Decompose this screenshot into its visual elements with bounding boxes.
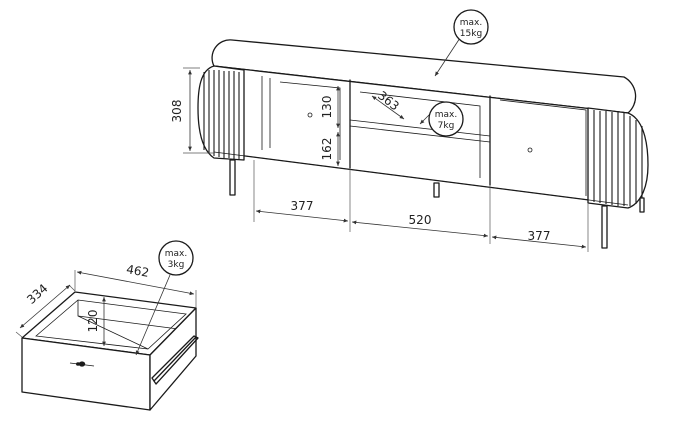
tv-cabinet — [197, 39, 649, 249]
drawer-knob-icon — [69, 361, 95, 367]
cabinet-legs — [229, 159, 645, 249]
right-slats — [593, 110, 643, 206]
top-load-line2: 15kg — [460, 29, 482, 39]
drawer-load-line2: 3kg — [168, 260, 185, 270]
drawer-width-label: 462 — [125, 262, 150, 280]
height-label: 308 — [170, 100, 184, 123]
drawer-depth-label: 334 — [24, 281, 50, 307]
cabinet-body — [213, 65, 629, 206]
drawer-height-label: 120 — [86, 310, 100, 333]
shelf-load-line2: 7kg — [438, 121, 455, 131]
top-load-callout: max. 15kg — [434, 9, 489, 77]
drawer-load-callout: max. 3kg — [135, 240, 194, 356]
cabinet-dimensions: 308 130 162 363 377 520 377 — [170, 67, 589, 252]
drawer-side — [149, 307, 197, 411]
shelf-load-callout: max. 7kg — [419, 101, 464, 137]
left-slats — [203, 70, 240, 159]
right-width-label: 377 — [528, 229, 551, 243]
drawer — [21, 291, 199, 411]
upper-opening-label: 130 — [320, 96, 334, 119]
cabinet-left-end — [197, 65, 245, 161]
top-load-line1: max. — [460, 18, 482, 28]
lower-opening-label: 162 — [320, 138, 334, 161]
drawer-load-line1: max. — [165, 249, 187, 259]
shelf-load-line1: max. — [435, 110, 457, 120]
center-width-label: 520 — [409, 213, 432, 227]
left-width-label: 377 — [291, 199, 314, 213]
